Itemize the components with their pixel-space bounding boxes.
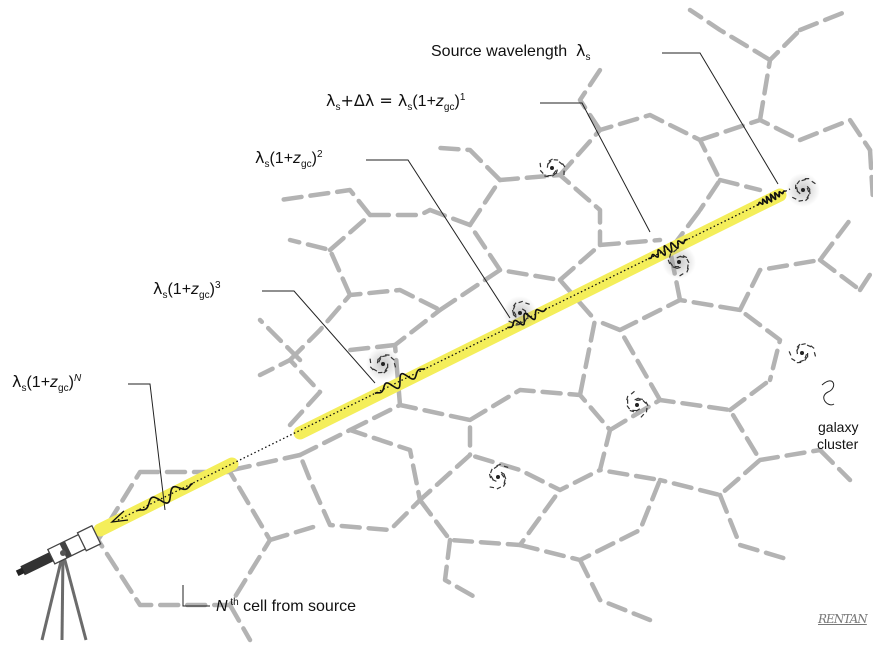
leader-zN [128,384,165,510]
paren-open: (1+ [26,374,50,391]
web-filament-12 [445,540,480,600]
leader-cluster [822,381,834,405]
label-redshift-1: λs+Δλ = λs(1+zgc)1 [326,93,465,113]
web-filament-43 [800,10,850,30]
artist-signature: RENTAN [818,612,867,626]
web-filament-16 [730,380,770,410]
exponent-n: N [74,373,81,384]
cell-from-source-text: cell from source [239,598,356,615]
z-symbol: z [50,374,58,391]
paren-open: (1+ [412,93,436,110]
cell-th-suffix: th [228,597,239,608]
web-filament-26 [470,175,600,245]
web-filament-3 [270,525,320,540]
web-filament-18 [720,495,790,560]
web-filament-42 [860,270,873,290]
label-source-wavelength: Source wavelength λs [431,43,590,63]
label-redshift-2: λs(1+zgc)2 [255,150,323,170]
web-filament-17 [760,450,820,460]
z-symbol: z [293,150,301,167]
web-filament-33 [800,120,870,150]
source-wavelength-text: Source wavelength [431,43,567,60]
paren-open: (1+ [269,150,293,167]
web-filament-19 [595,320,660,400]
galaxy-cluster-icon [490,464,509,489]
web-filament-21 [740,220,850,310]
z-symbol: z [436,93,444,110]
galaxy-text: galaxy [818,419,858,435]
web-filament-29 [580,70,600,130]
label-cluster: cluster [817,437,858,451]
subscript-gc: gc [444,102,455,113]
web-filament-14 [580,560,650,620]
subscript-gc: gc [58,383,69,394]
subscript-gc: gc [199,290,210,301]
cosmic-web [98,10,873,640]
plus-delta-text: +Δλ = [340,91,397,110]
web-filament-31 [760,30,800,120]
light-beam-highlight [300,195,780,433]
paren-open: (1+ [167,281,191,298]
label-redshift-n: λs(1+zgc)N [12,374,81,394]
telescope-icon [13,526,101,640]
exponent-1: 1 [460,92,466,103]
web-filament-39 [280,190,370,215]
web-filament-22 [820,260,860,290]
leader-lines [128,53,834,606]
web-filament-8 [470,390,610,490]
web-filament-9 [395,310,440,405]
web-filament-37 [290,240,350,295]
subscript-s: s [585,52,590,63]
galaxy-cluster-icon [786,173,820,207]
cell-n-symbol: N [216,598,228,615]
subscript-gc: gc [301,159,312,170]
z-symbol: z [191,281,199,298]
label-galaxy: galaxy [818,420,858,434]
web-filament-27 [440,148,500,180]
exponent-2: 2 [317,149,323,160]
web-filament-5 [300,430,420,530]
cluster-text: cluster [817,436,858,452]
galaxy-cluster-icon [366,347,400,381]
web-filament-15 [610,400,760,495]
web-filament-6 [260,360,320,425]
web-filament-13 [520,470,660,560]
exponent-3: 3 [215,280,221,291]
web-filament-2 [232,455,300,470]
web-filament-38 [330,210,430,250]
leader-z2 [366,160,510,318]
web-filament-25 [430,210,500,270]
lambda-symbol: λ [398,91,407,110]
web-filament-32 [690,10,770,60]
label-redshift-3: λs(1+zgc)3 [153,281,221,301]
label-nth-cell: N th cell from source [216,598,356,615]
web-filament-34 [720,180,760,190]
galaxy-cluster-icon [662,245,696,279]
web-filament-11 [420,490,560,545]
galaxy-cluster-icon [789,344,815,363]
web-filament-10 [440,270,595,395]
web-filament-41 [820,450,850,480]
galaxy-cluster-icon [503,296,537,330]
